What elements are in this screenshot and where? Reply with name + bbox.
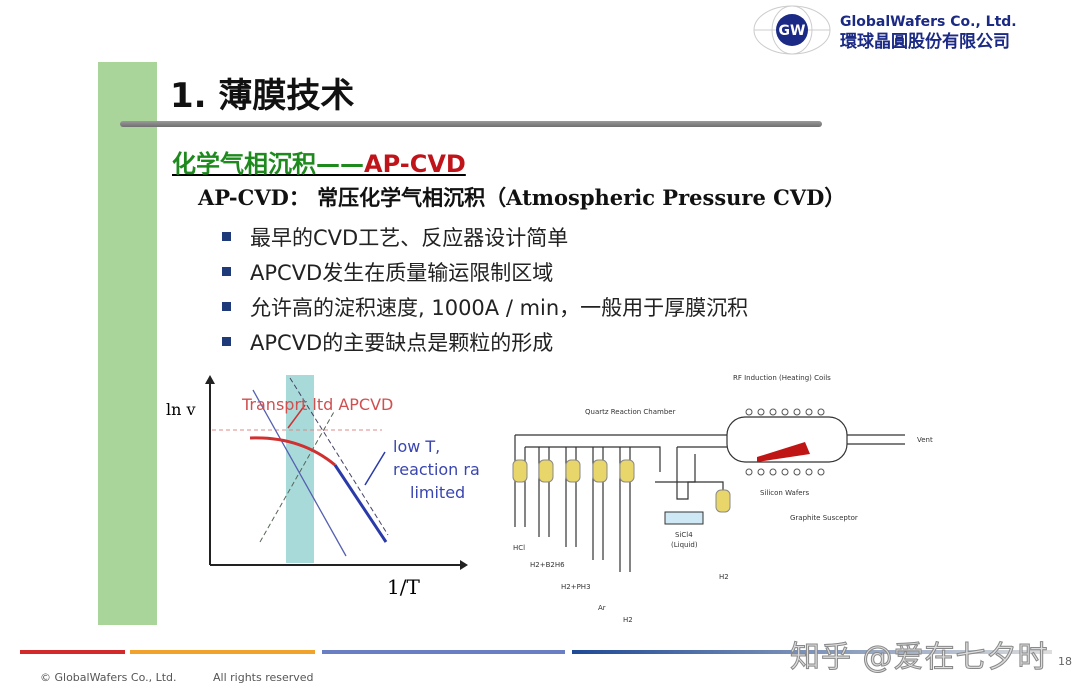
heading-green: 化学气相沉积—— [172, 150, 364, 178]
title-divider [120, 121, 822, 127]
label-gas: H2 [623, 616, 633, 624]
y-axis-label: ln v [166, 400, 196, 419]
label-gas: H2 [719, 573, 729, 581]
section-heading: 化学气相沉积——AP-CVD [172, 144, 466, 179]
rights-text: All rights reserved [213, 671, 314, 684]
label-gas: H2+B2H6 [530, 561, 565, 569]
heading-red: AP-CVD [364, 150, 466, 178]
definition: AP-CVD： 常压化学气相沉积（Atmospheric Pressure CV… [198, 185, 846, 210]
footer-bar-gradient [572, 650, 1052, 654]
copyright: © GlobalWafers Co., Ltd. [40, 671, 177, 684]
bullet-item: 允许高的淀积速度, 1000A / min，一般用于厚膜沉积 [222, 292, 748, 322]
label-susceptor: Graphite Susceptor [790, 514, 858, 522]
page-title: 1. 薄膜技术 [170, 76, 355, 116]
logo-mark: GW [779, 23, 806, 39]
apcvd-reactor-diagram: RF Induction (Heating) Coils Quartz Reac… [512, 374, 933, 624]
footer-bar-red [20, 650, 125, 654]
reaction-annotation: limited [410, 483, 465, 502]
label-gas: H2+PH3 [561, 583, 591, 591]
watermark: 知乎 @爱在七夕时 [790, 640, 1049, 676]
label-liquid: SiCl4 [675, 531, 693, 539]
label-liquid: (Liquid) [671, 541, 698, 549]
footer-bar-blue [322, 650, 565, 654]
reaction-annotation: low T, [393, 437, 440, 456]
label-gas: Ar [598, 604, 606, 612]
bullet-item: APCVD的主要缺点是颗粒的形成 [222, 327, 553, 357]
label-wafers: Silicon Wafers [760, 489, 809, 497]
bullet-item: 最早的CVD工艺、反应器设计简单 [222, 222, 568, 252]
logo-name: GlobalWafers Co., Ltd. [840, 14, 1017, 30]
deposition-rate-graph: ln v 1/T Transprt ltd APCVD low T, react… [166, 375, 480, 599]
company-logo: GW GlobalWafers Co., Ltd. 環球晶圓股份有限公司 [753, 5, 1017, 55]
transport-annotation: Transprt ltd APCVD [241, 395, 393, 414]
footer-bar-orange [130, 650, 315, 654]
accent-sidebar [98, 62, 157, 625]
bullet-item: APCVD发生在质量输运限制区域 [222, 257, 553, 287]
label-gas: HCl [513, 544, 525, 552]
page-number: 18 [1058, 655, 1072, 668]
x-axis-label: 1/T [387, 575, 420, 599]
reaction-annotation: reaction rate [393, 460, 480, 479]
label-coils: RF Induction (Heating) Coils [733, 374, 831, 382]
label-vent: Vent [917, 436, 933, 444]
label-chamber: Quartz Reaction Chamber [585, 408, 676, 416]
logo-chinese: 環球晶圓股份有限公司 [840, 31, 1010, 52]
